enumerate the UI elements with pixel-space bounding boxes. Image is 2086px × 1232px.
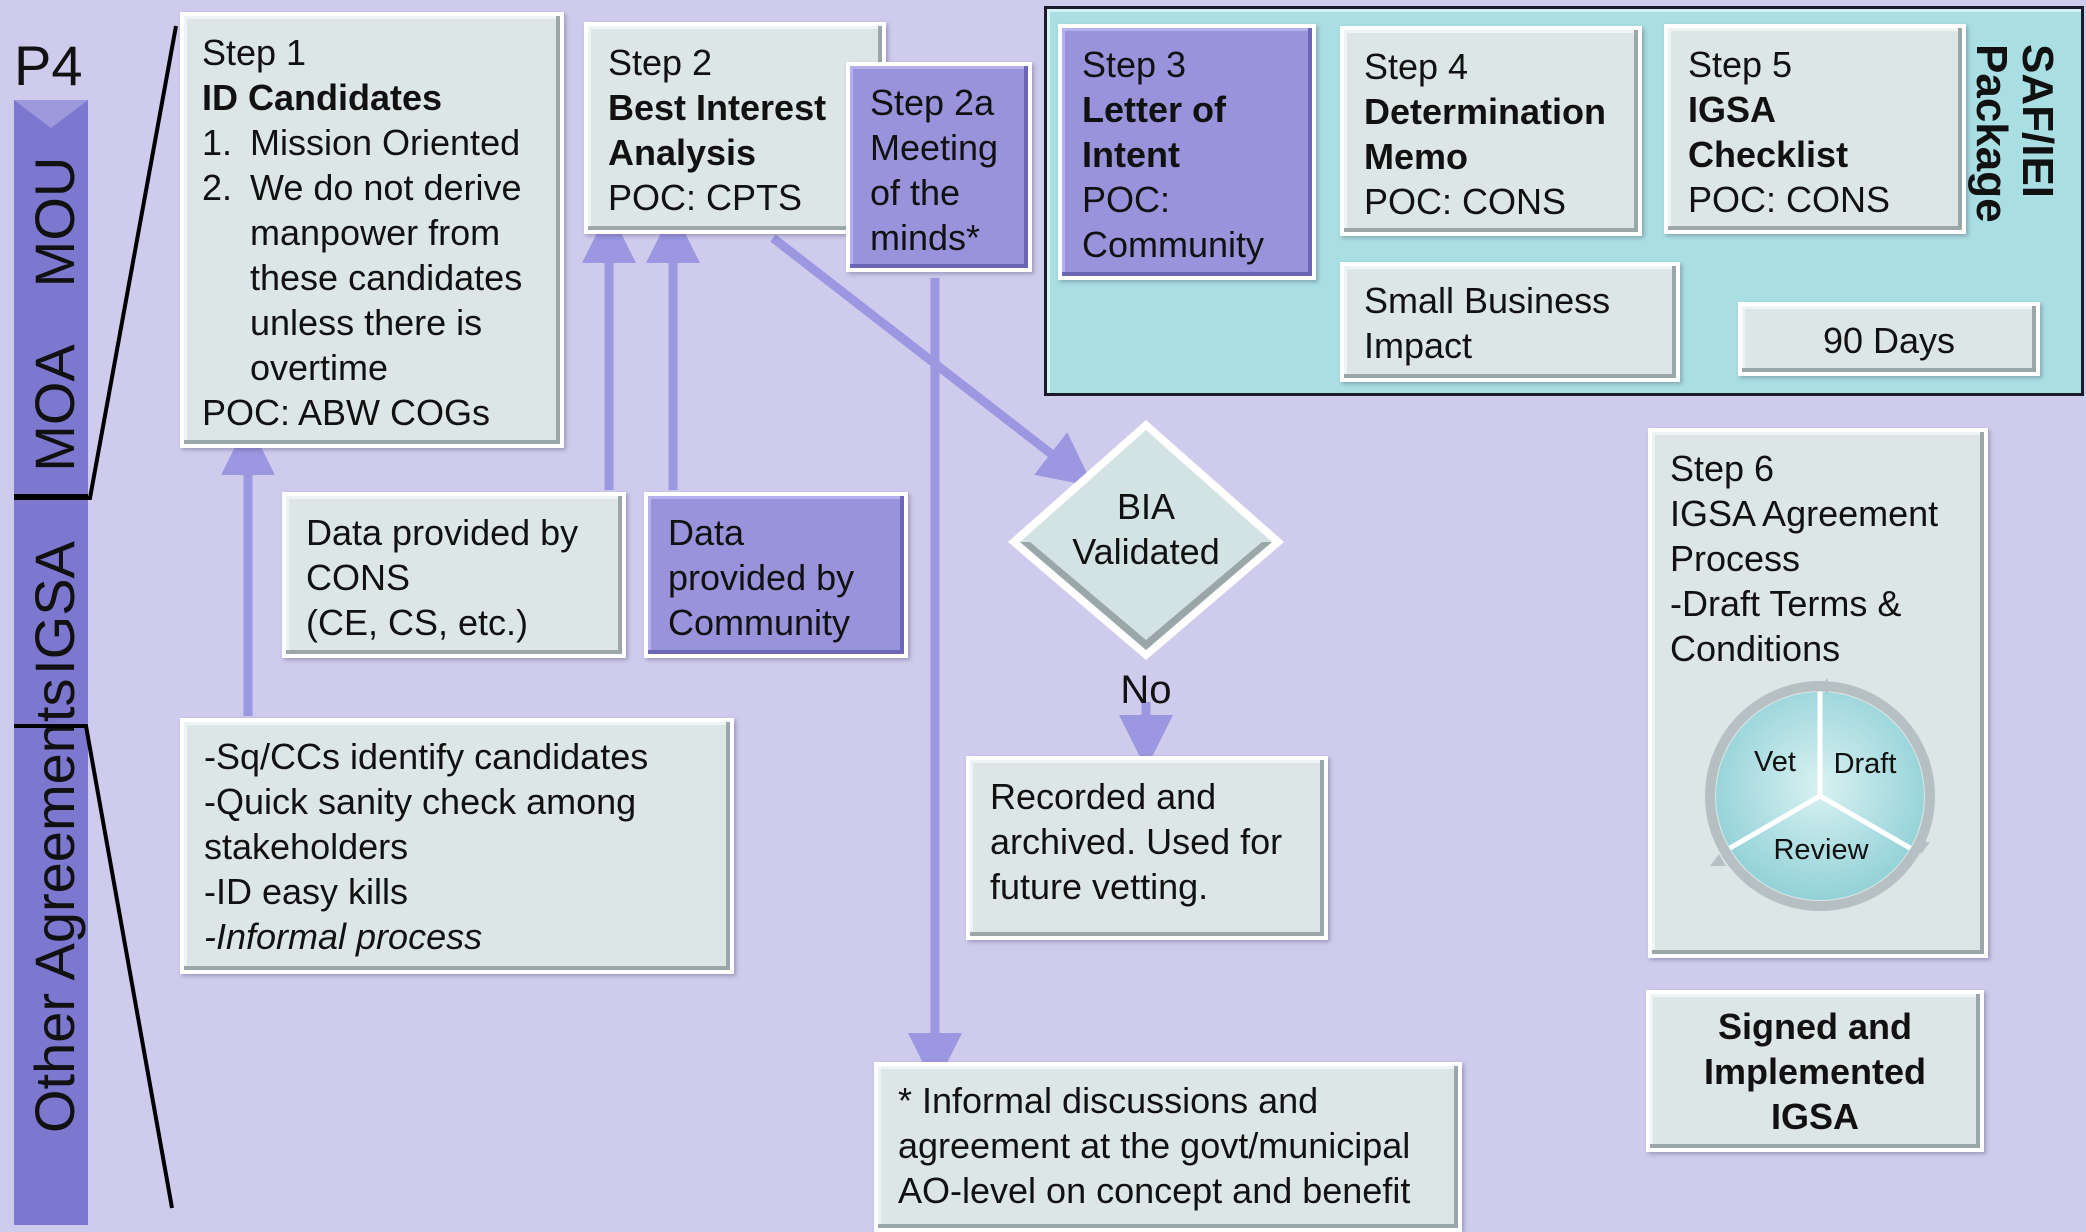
decision-line: BIA bbox=[1116, 486, 1176, 527]
note-line: -Quick sanity check among bbox=[204, 781, 637, 822]
step2a-box: Step 2a Meeting of the minds* bbox=[846, 62, 1032, 272]
step2a-line: of the bbox=[870, 172, 961, 213]
data-cons-box: Data provided by CONS (CE, CS, etc.) bbox=[282, 492, 626, 658]
step4-box: Step 4 Determination Memo POC: CONS bbox=[1340, 26, 1642, 236]
ninety-days-label: 90 Days bbox=[1822, 320, 1956, 361]
footnote-line: * Informal discussions and bbox=[898, 1080, 1319, 1121]
step4-step: Step 4 bbox=[1364, 46, 1469, 87]
note-line: stakeholders bbox=[204, 826, 409, 867]
step3-title-line: Letter of bbox=[1082, 89, 1226, 130]
signed-box: Signed and Implemented IGSA bbox=[1646, 990, 1984, 1152]
step5-title-line: IGSA bbox=[1688, 89, 1777, 130]
bracket-lines bbox=[14, 25, 178, 1209]
recorded-line: future vetting. bbox=[990, 866, 1209, 907]
arrow-step2-to-decision bbox=[770, 234, 1094, 487]
step3-step: Step 3 bbox=[1082, 44, 1187, 85]
step2-title-line: Best Interest bbox=[608, 87, 827, 128]
data-cons-line: (CE, CS, etc.) bbox=[306, 602, 529, 643]
step4-poc: POC: CONS bbox=[1364, 181, 1567, 222]
signed-line: Signed and bbox=[1717, 1006, 1912, 1047]
note-line: -Sq/CCs identify candidates bbox=[204, 736, 649, 777]
sidebar-bar bbox=[14, 100, 88, 1225]
step6-line: IGSA Agreement bbox=[1670, 493, 1939, 534]
note-line-italic: -Informal process bbox=[204, 916, 483, 957]
decision-no-label: No bbox=[1120, 668, 1172, 712]
note-line: -ID easy kills bbox=[204, 871, 409, 912]
data-community-line: Data bbox=[668, 512, 745, 553]
step2-poc: POC: CPTS bbox=[608, 177, 803, 218]
small-business-line: Impact bbox=[1364, 325, 1473, 366]
step1-title: ID Candidates bbox=[202, 77, 443, 118]
step5-poc: POC: CONS bbox=[1688, 179, 1891, 220]
step5-box: Step 5 IGSA Checklist POC: CONS bbox=[1664, 24, 1966, 234]
footnote-box: * Informal discussions and agreement at … bbox=[874, 1062, 1462, 1232]
step1-list: 1. Mission Oriented 2. We do not derive … bbox=[202, 120, 542, 390]
list-item: 1. Mission Oriented bbox=[202, 122, 521, 163]
step6-line: Process bbox=[1670, 538, 1801, 579]
list-item: 2. We do not derive manpower from these … bbox=[202, 167, 523, 388]
step4-title-line: Determination bbox=[1364, 91, 1607, 132]
decision-line: Validated bbox=[1072, 531, 1220, 572]
footnote-line: agreement at the govt/municipal bbox=[898, 1125, 1411, 1166]
step6-line: -Draft Terms & bbox=[1670, 583, 1902, 624]
step6-line: Step 6 bbox=[1670, 448, 1775, 489]
sidebar-header: P4 bbox=[14, 34, 83, 97]
cycle-draft-label: Draft bbox=[1833, 748, 1897, 780]
data-cons-line: Data provided by bbox=[306, 512, 579, 553]
step2a-line: minds* bbox=[870, 217, 981, 258]
data-community-line: Community bbox=[668, 602, 851, 643]
cycle-review-label: Review bbox=[1773, 834, 1869, 866]
step1-box: Step 1 ID Candidates 1. Mission Oriented… bbox=[180, 12, 564, 448]
cycle-vet-label: Vet bbox=[1754, 746, 1796, 778]
step3-poc-line: POC: bbox=[1082, 179, 1171, 220]
step6-box: Step 6 IGSA Agreement Process -Draft Ter… bbox=[1648, 428, 1988, 958]
step3-box: Step 3 Letter of Intent POC: Community bbox=[1058, 24, 1316, 280]
cycle-wheel bbox=[1705, 678, 1935, 911]
signed-line: IGSA bbox=[1770, 1096, 1859, 1137]
step5-title-line: Checklist bbox=[1688, 134, 1849, 175]
data-cons-line: CONS bbox=[306, 557, 411, 598]
recorded-box: Recorded and archived. Used for future v… bbox=[966, 756, 1328, 940]
ninety-days-box: 90 Days bbox=[1738, 302, 2040, 376]
decision-diamond bbox=[1008, 420, 1284, 660]
step2-title-line: Analysis bbox=[608, 132, 757, 173]
step6-line: Conditions bbox=[1670, 628, 1841, 669]
step5-step: Step 5 bbox=[1688, 44, 1793, 85]
step1-notes-box: -Sq/CCs identify candidates -Quick sanit… bbox=[180, 718, 734, 974]
saf-package-title: SAF/IEI Package bbox=[1967, 44, 2062, 223]
sidebar-notch bbox=[14, 100, 88, 128]
signed-line: Implemented bbox=[1703, 1051, 1927, 1092]
step1-poc: POC: ABW COGs bbox=[202, 392, 491, 433]
step2a-line: Meeting bbox=[870, 127, 999, 168]
step2-step: Step 2 bbox=[608, 42, 713, 83]
footnote-line: AO-level on concept and benefit bbox=[898, 1170, 1411, 1211]
small-business-box: Small Business Impact bbox=[1340, 262, 1680, 382]
data-community-box: Data provided by Community bbox=[644, 492, 908, 658]
step4-title-line: Memo bbox=[1364, 136, 1469, 177]
recorded-line: Recorded and bbox=[990, 776, 1217, 817]
step3-title-line: Intent bbox=[1082, 134, 1180, 175]
step1-step: Step 1 bbox=[202, 32, 307, 73]
step3-poc-line: Community bbox=[1082, 224, 1265, 265]
step2a-line: Step 2a bbox=[870, 82, 995, 123]
data-community-line: provided by bbox=[668, 557, 855, 598]
decision-label: BIA Validated bbox=[1046, 484, 1246, 574]
small-business-line: Small Business bbox=[1364, 280, 1611, 321]
recorded-line: archived. Used for bbox=[990, 821, 1283, 862]
step2-box: Step 2 Best Interest Analysis POC: CPTS bbox=[584, 22, 886, 234]
